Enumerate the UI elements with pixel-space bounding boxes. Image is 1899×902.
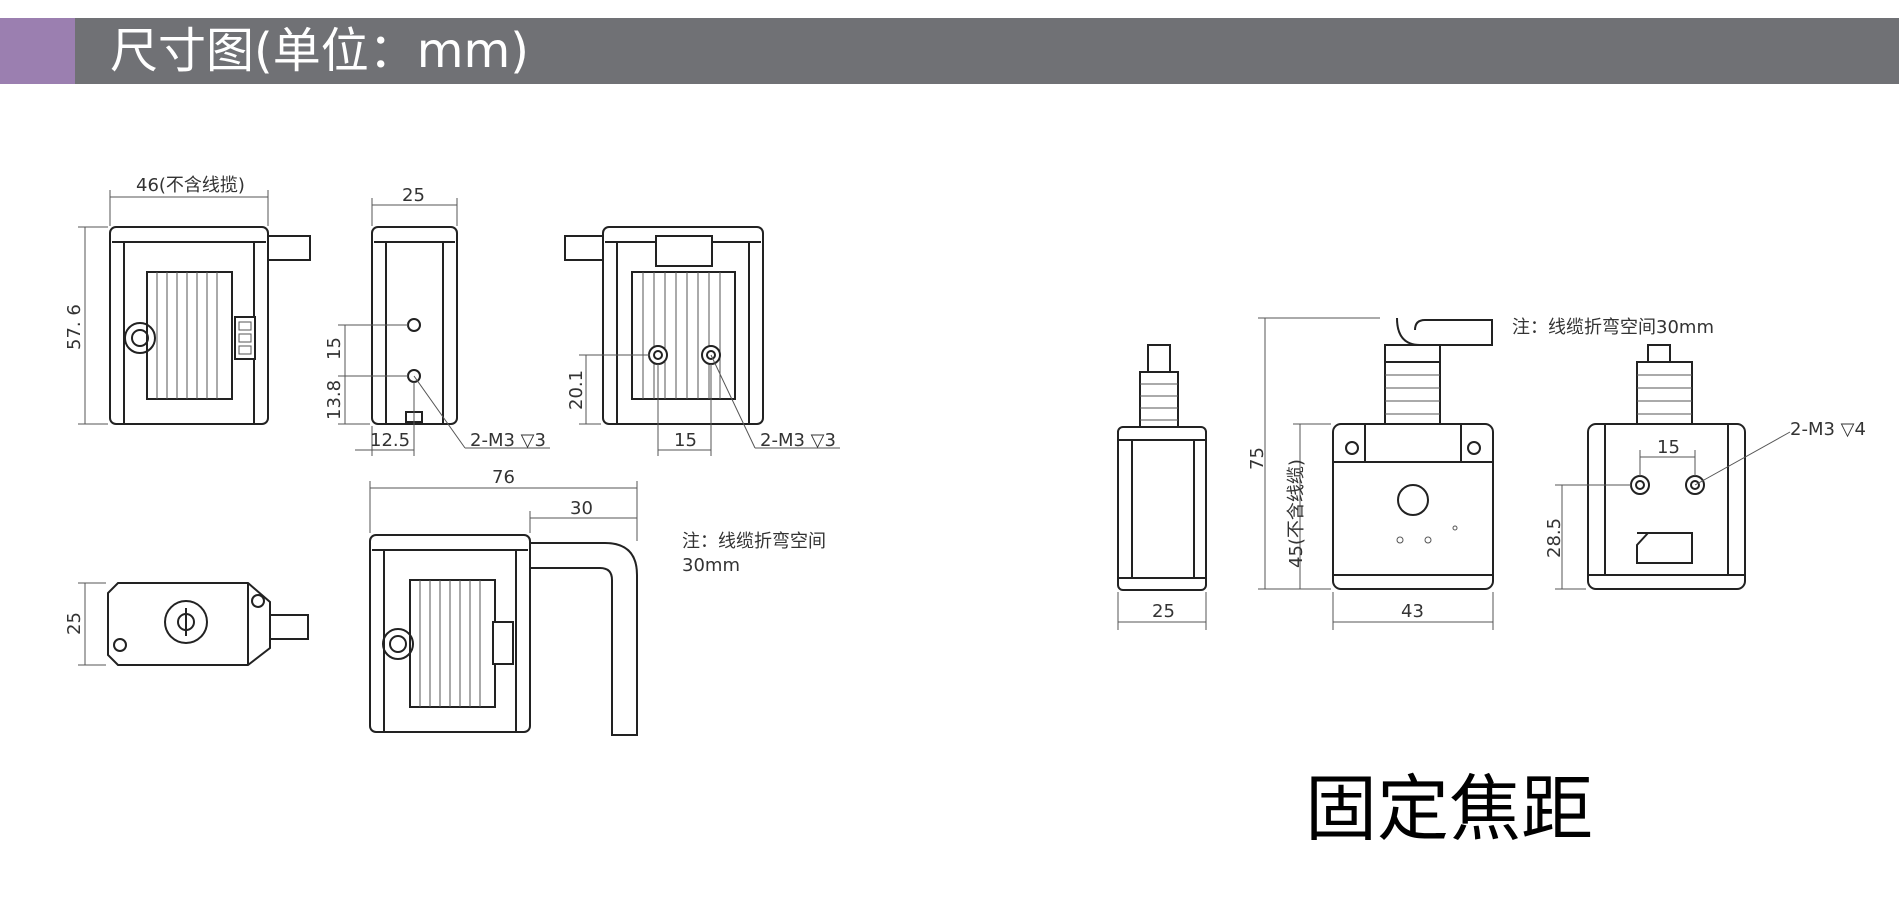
side-hole-label: 2-M3 ▽3: [470, 430, 546, 451]
page-title: 尺寸图(单位：mm): [110, 23, 529, 79]
back-spacing-label: 15: [674, 430, 697, 451]
back-hole-label: 2-M3 ▽3: [760, 430, 836, 451]
side-width-label: 25: [402, 185, 425, 206]
front-height-label: 57. 6: [64, 304, 85, 350]
bottom-depth-label: 25: [64, 612, 85, 635]
front-width-label: 46(不含线揽): [136, 175, 245, 196]
right-back-view: 15 28.5 2-M3 ▽4: [1544, 344, 1866, 590]
right-body-label: 45(不含线缆): [1286, 459, 1307, 568]
right-back-height-label: 28.5: [1544, 518, 1565, 558]
fixed-focus-caption: 固定焦距: [1305, 767, 1594, 851]
right-note: 注：线缆折弯空间30mm: [1512, 317, 1714, 338]
cable-note-line2: 30mm: [682, 555, 740, 576]
side-offset-label: 13.8: [324, 380, 345, 420]
left-bottom-view: 25: [64, 582, 309, 666]
back-height-label: 20.1: [566, 370, 587, 410]
left-side-view: 25 15 13.8 12.5 2-M3 ▽3: [324, 185, 550, 456]
right-back-hole-label: 2-M3 ▽4: [1790, 419, 1866, 440]
left-front-view: 46(不含线揽) 57. 6: [64, 175, 311, 425]
cable-note-line1: 注：线缆折弯空间: [682, 531, 826, 552]
cable-bend-label: 30: [570, 498, 593, 519]
right-side-width-label: 25: [1152, 601, 1175, 622]
cable-total-label: 76: [492, 467, 515, 488]
right-width-label: 43: [1401, 601, 1424, 622]
header-accent: [0, 18, 75, 84]
right-front-view: 75 45(不含线缆) 43 注：线缆折弯空间30mm: [1247, 317, 1714, 630]
right-side-view: 25: [1117, 344, 1207, 630]
side-spacing-label: 15: [324, 337, 345, 360]
header-bar: 尺寸图(单位：mm): [0, 18, 1899, 84]
left-back-view: 20.1 15 2-M3 ▽3: [564, 226, 840, 456]
right-back-spacing-label: 15: [1657, 437, 1680, 458]
side-bottom-label: 12.5: [370, 430, 410, 451]
right-total-label: 75: [1247, 447, 1268, 470]
left-cable-view: 76 30 注：线缆折弯空间 30mm: [369, 467, 826, 736]
